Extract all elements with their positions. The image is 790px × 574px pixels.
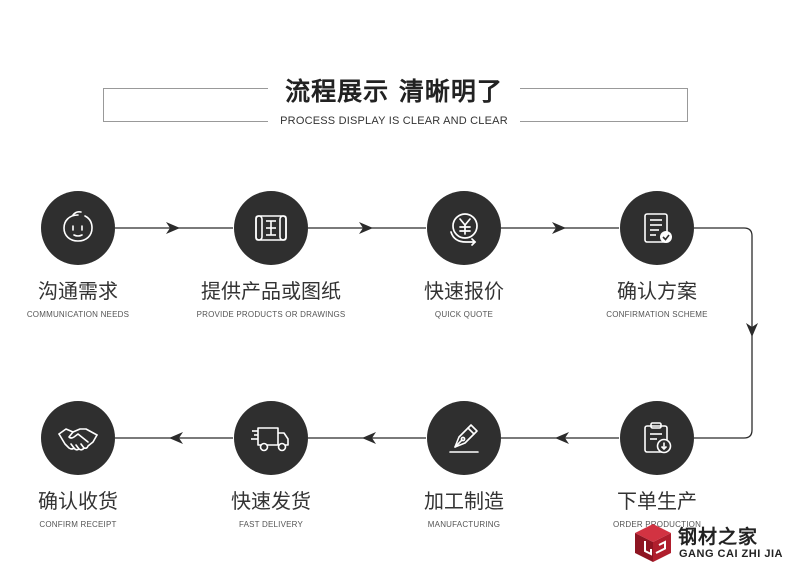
step-title: 快速报价 xyxy=(424,279,504,303)
step-manufacturing: 加工制造 MANUFACTURING xyxy=(369,401,559,529)
brand-logo: 钢材之家 GANG CAI ZHI JIA xyxy=(632,520,782,566)
logo-name-en: GANG CAI ZHI JIA xyxy=(679,548,783,560)
step-title: 沟通需求 xyxy=(38,279,118,303)
arrow-right-icon xyxy=(359,222,373,234)
step-subtitle: ORDER PRODUCTION xyxy=(612,520,702,529)
step-subtitle: CONFIRMATION SCHEME xyxy=(606,310,708,319)
step-fast-delivery: 快速发货 FAST DELIVERY xyxy=(176,401,366,529)
arrow-down-icon xyxy=(746,323,758,337)
arrow-left-icon xyxy=(362,432,376,444)
step-subtitle: MANUFACTURING xyxy=(427,520,501,529)
document-check-icon xyxy=(644,213,672,243)
step-subtitle: FAST DELIVERY xyxy=(238,520,304,529)
arrow-left-icon xyxy=(555,432,569,444)
step-order-production: 下单生产 ORDER PRODUCTION xyxy=(562,401,752,529)
arrow-right-icon xyxy=(552,222,566,234)
step-title: 提供产品或图纸 xyxy=(201,279,341,303)
step-title: 下单生产 xyxy=(617,489,697,513)
step-confirm-receipt: 确认收货 CONFIRM RECEIPT xyxy=(0,401,173,529)
yen-refresh-icon xyxy=(450,213,478,246)
blueprint-scroll-icon xyxy=(255,215,287,241)
logo-name: 钢材之家 xyxy=(678,526,759,548)
step-subtitle: COMMUNICATION NEEDS xyxy=(26,310,130,319)
step-provide-drawings: 提供产品或图纸 PROVIDE PRODUCTS OR DRAWINGS xyxy=(176,191,366,319)
chat-face-icon xyxy=(63,211,93,242)
step-title: 确认收货 xyxy=(38,489,118,513)
arrow-right-icon xyxy=(166,222,180,234)
step-subtitle: QUICK QUOTE xyxy=(434,310,494,319)
page-subtitle: PROCESS DISPLAY IS CLEAR AND CLEAR xyxy=(280,115,508,127)
handshake-icon xyxy=(58,428,98,451)
arrow-left-icon xyxy=(169,432,183,444)
step-title: 确认方案 xyxy=(617,279,697,303)
clipboard-download-icon xyxy=(644,422,672,454)
step-quick-quote: 快速报价 QUICK QUOTE xyxy=(369,191,559,319)
fountain-pen-icon xyxy=(449,424,479,453)
step-confirmation-scheme: 确认方案 CONFIRMATION SCHEME xyxy=(562,191,752,319)
cube-logo-icon xyxy=(635,524,671,562)
step-subtitle: CONFIRM RECEIPT xyxy=(39,520,117,529)
step-communication-needs: 沟通需求 COMMUNICATION NEEDS xyxy=(0,191,173,319)
step-title: 快速发货 xyxy=(231,489,311,513)
delivery-truck-icon xyxy=(251,427,289,452)
page-title: 流程展示 清晰明了 xyxy=(285,77,503,106)
step-title: 加工制造 xyxy=(424,489,504,513)
step-subtitle: PROVIDE PRODUCTS OR DRAWINGS xyxy=(196,310,346,319)
